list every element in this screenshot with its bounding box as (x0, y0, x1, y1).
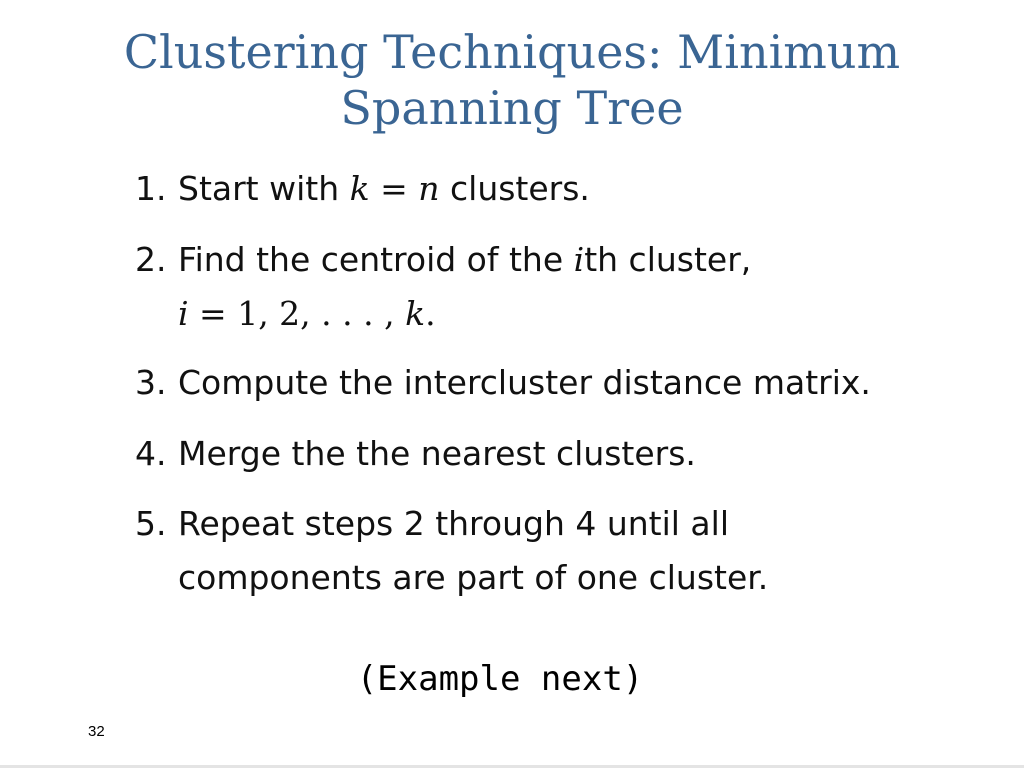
step-item-3: 3. Compute the intercluster distance matr… (135, 356, 871, 410)
step-text: th cluster, (584, 240, 752, 279)
step-continuation: components are part of one cluster. (178, 558, 769, 597)
slide-title-line-2: Spanning Tree (340, 81, 684, 135)
step-text: Find the centroid of the (178, 240, 574, 279)
step-number: 2. (135, 240, 167, 279)
step-text: clusters. (439, 169, 590, 208)
step-item-2: 2.Find the centroid of the ith cluster, … (135, 233, 751, 341)
step-item-5: 5. Repeat steps 2 through 4 until all com… (135, 497, 768, 605)
step-number: 4. (135, 434, 167, 473)
step-text: Repeat steps 2 through 4 until all (178, 504, 729, 543)
footnote: (Example next) (356, 659, 644, 699)
step-text: Compute the intercluster distance matrix… (178, 363, 871, 402)
math-variable-i: i (573, 240, 585, 279)
step-text: Start with (178, 169, 350, 208)
math-equals: = (369, 169, 419, 208)
math-variable-i: i (178, 294, 189, 333)
step-text: Merge the the nearest clusters. (178, 434, 696, 473)
page-number: 32 (88, 723, 105, 740)
slide-title: Clustering Techniques: Minimum Spanning … (60, 24, 964, 136)
step-item-4: 4. Merge the the nearest clusters. (135, 427, 696, 481)
math-variable-k: k (405, 294, 426, 333)
bottom-divider (0, 765, 1024, 768)
step-number: 1. (135, 169, 167, 208)
step-item-1: 1. Start with k = n clusters. (135, 162, 590, 216)
step-number: 3. (135, 363, 167, 402)
math-variable-k: k (349, 169, 370, 208)
slide-title-line-1: Clustering Techniques: Minimum (123, 25, 901, 79)
math-expression: = 1, 2, . . . , (188, 294, 406, 333)
math-variable-n: n (418, 169, 440, 208)
step-continuation: i = 1, 2, . . . , k. (135, 287, 751, 341)
math-period: . (425, 294, 436, 333)
step-number: 5. (135, 504, 167, 543)
